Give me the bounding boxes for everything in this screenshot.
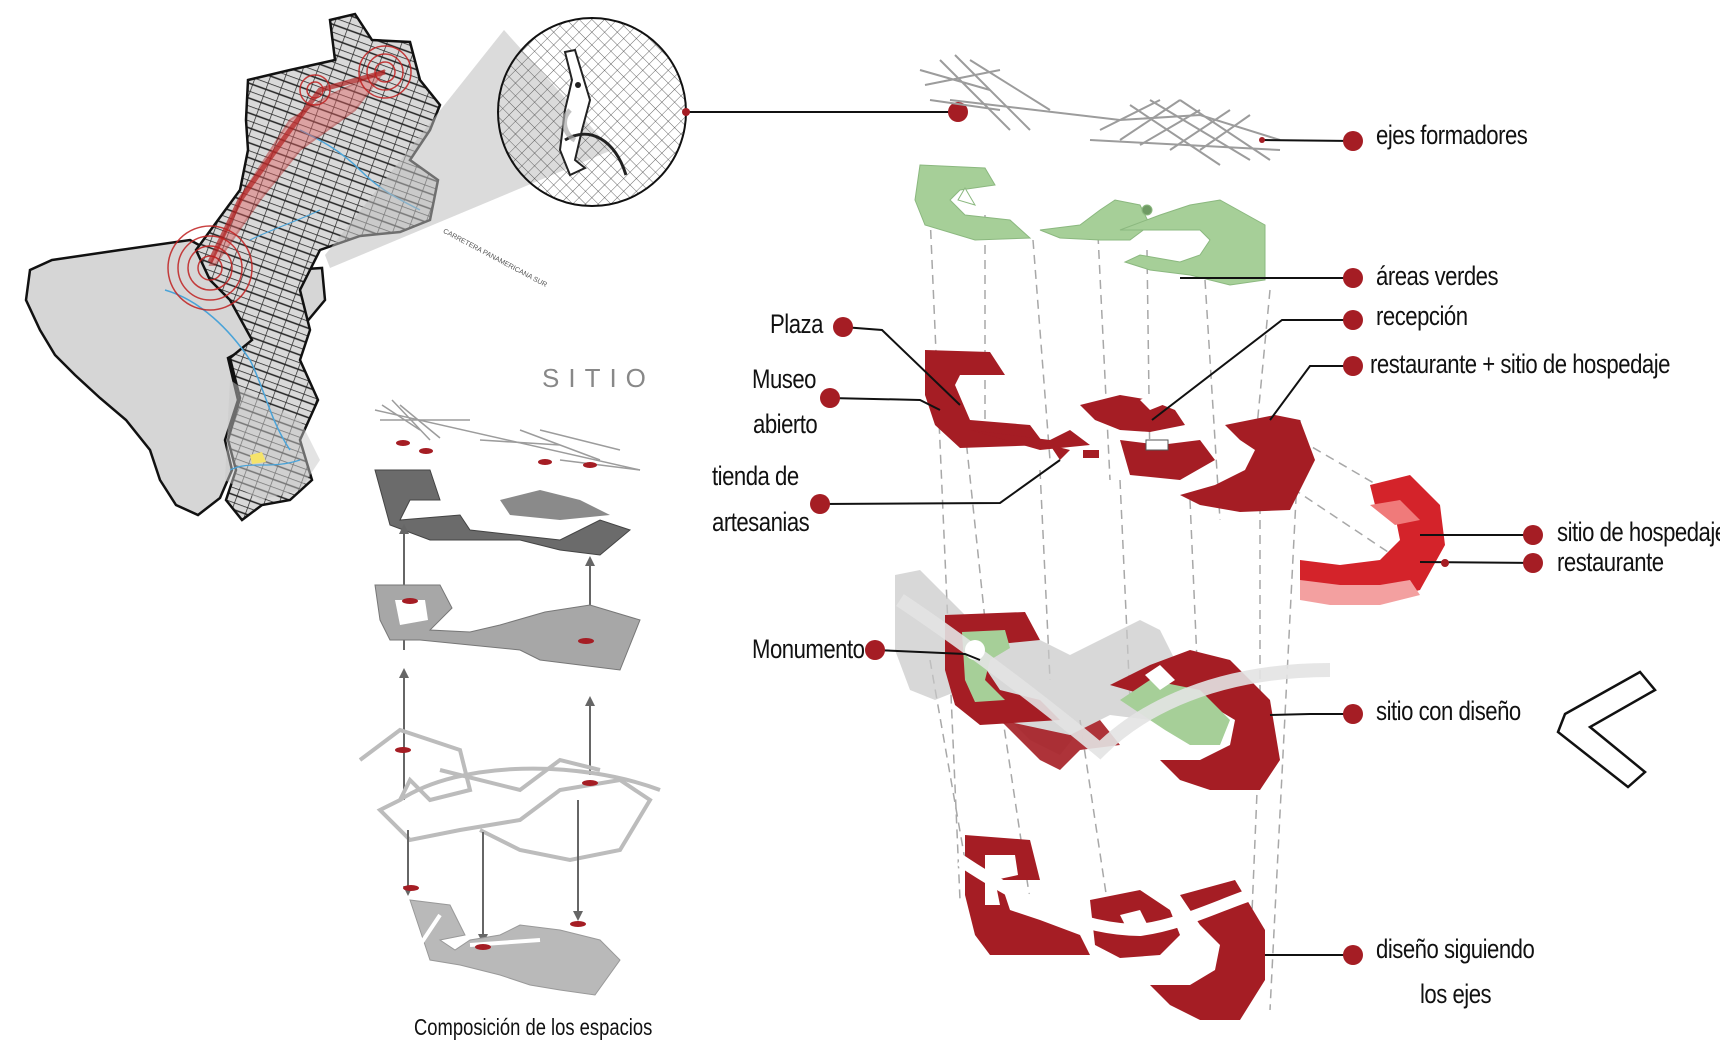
label-restaurante-hospedaje: restaurante + sitio de hospedaje: [1370, 350, 1670, 378]
ejes-layer: [920, 55, 1280, 165]
label-sitio-con-diseno: sitio con diseño: [1376, 697, 1521, 725]
label-artesanias: artesanias: [712, 508, 809, 536]
label-museo: Museo: [752, 365, 816, 393]
label-abierto: abierto: [753, 410, 817, 438]
label-sitio-de-hospedaje: sitio de hospedaje: [1557, 518, 1720, 546]
sitio-con-diseno-layer: [895, 570, 1330, 790]
label-monumento: Monumento: [752, 635, 864, 663]
label-plaza: Plaza: [770, 310, 823, 338]
site-panel: [360, 400, 660, 995]
label-recepcion: recepción: [1376, 302, 1468, 330]
restaurant-hospedaje-wing: [1300, 475, 1445, 605]
site-title: SITIO: [542, 363, 655, 394]
areas-verdes-layer: [915, 165, 1265, 285]
label-los-ejes: los ejes: [1420, 980, 1491, 1008]
site-caption: Composición de los espacios: [414, 1014, 652, 1041]
label-tienda-de: tienda de: [712, 462, 799, 490]
label-areas-verdes: áreas verdes: [1376, 262, 1498, 290]
label-diseno-siguiendo: diseño siguiendo: [1376, 935, 1534, 963]
north-arrow-icon: [1558, 672, 1655, 787]
diseno-ejes-layer: [960, 835, 1265, 1020]
label-ejes-formadores: ejes formadores: [1376, 121, 1527, 149]
label-restaurante: restaurante: [1557, 548, 1664, 576]
magnifier-circle-icon: [498, 18, 968, 206]
